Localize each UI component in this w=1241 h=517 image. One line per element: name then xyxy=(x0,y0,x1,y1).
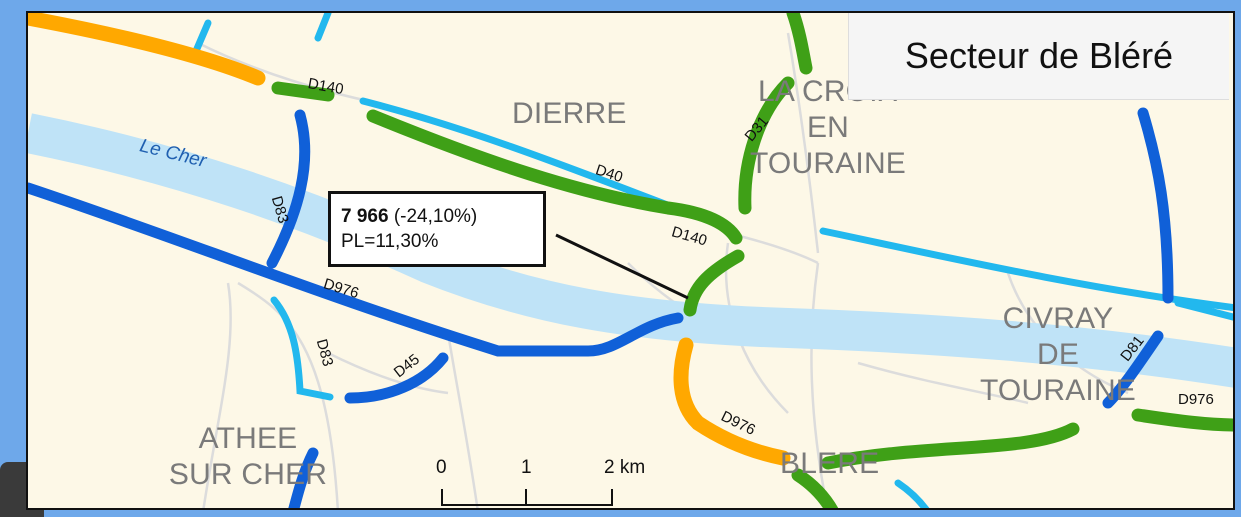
scale-tick-2km: 2 km xyxy=(604,457,646,478)
scale-tick-1: 1 xyxy=(521,457,532,478)
callout-leader-line xyxy=(555,233,689,300)
traffic-callout[interactable]: 7 966 (-24,10%) PL=11,30% xyxy=(328,191,546,267)
town-blere: BLERE xyxy=(780,447,880,480)
roads-green xyxy=(271,13,1233,508)
callout-line-1: 7 966 (-24,10%) xyxy=(341,204,533,229)
river-le-cher xyxy=(28,113,1233,388)
heavy-vehicle-share: PL=11,30% xyxy=(341,231,439,252)
town-athee-sur-cher: ATHEE SUR CHER xyxy=(168,422,328,491)
town-civray-de-touraine: CIVRAY DE TOURAINE xyxy=(979,302,1137,407)
traffic-map[interactable]: Le Cher DIERRE LA CROIX EN TOURAINE CIVR… xyxy=(26,11,1235,510)
scale-bar xyxy=(441,489,613,506)
roads-orange xyxy=(28,13,791,466)
road-label-d976-east: D976 xyxy=(1178,391,1214,408)
map-canvas xyxy=(28,13,1233,508)
map-title: Secteur de Bléré xyxy=(848,13,1229,100)
town-dierre: DIERRE xyxy=(512,97,627,130)
scale-tick-0: 0 xyxy=(436,457,447,478)
roads-dark-blue xyxy=(28,107,1174,508)
traffic-change: (-24,10%) xyxy=(393,206,478,227)
traffic-count: 7 966 xyxy=(341,206,389,227)
